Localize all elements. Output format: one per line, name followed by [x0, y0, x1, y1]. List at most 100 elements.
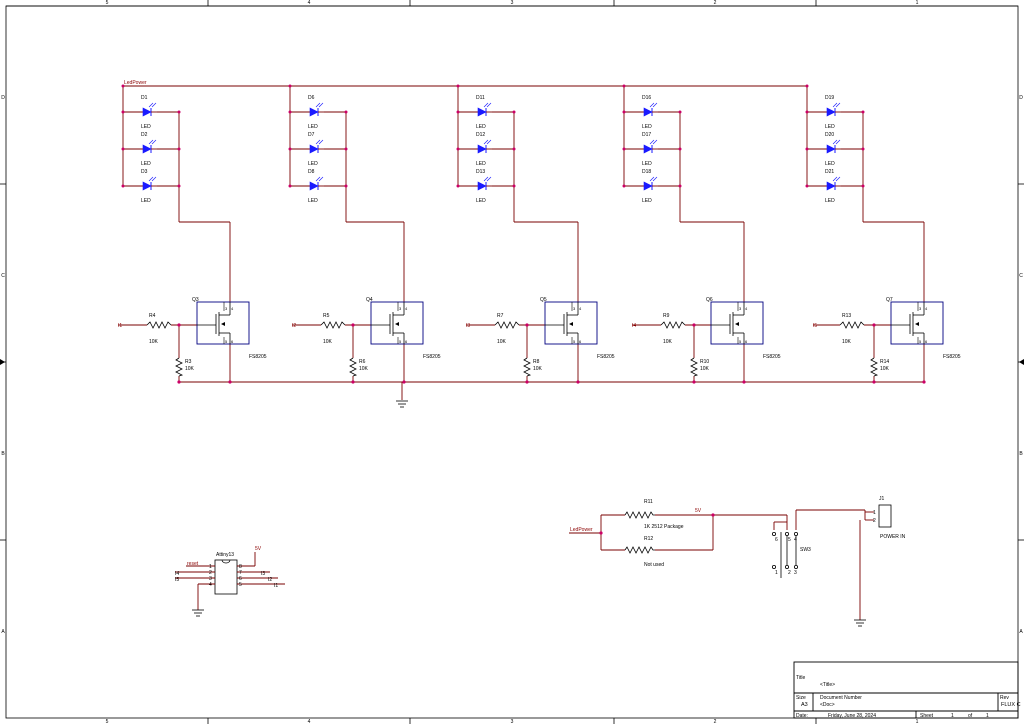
fet-part-q4: FS8205 — [423, 354, 441, 360]
sw3-pin-6: 6 — [775, 537, 778, 543]
led-d11[interactable] — [477, 102, 492, 117]
resistor-r3 — [175, 357, 184, 377]
mcu-pin-1: 1 — [209, 564, 212, 570]
junction-pd-gnd-4 — [872, 380, 876, 384]
junction-power-left — [599, 531, 603, 535]
led-ref-d13: D13 — [476, 169, 485, 175]
led-ref-d16: D16 — [642, 95, 651, 101]
junction-led-left-1-0 — [288, 110, 292, 114]
junction-src-gnd-0 — [228, 380, 232, 384]
connector-j1-body[interactable] — [878, 504, 892, 528]
mosfet-q7[interactable] — [890, 301, 944, 345]
pulldown-ref-r6: R6 — [359, 359, 366, 365]
col-label-top-1: 1 — [916, 0, 919, 6]
mosfet-q5[interactable] — [544, 301, 598, 345]
row-label-right-d: D — [1019, 95, 1023, 101]
led-d20[interactable] — [826, 139, 841, 154]
mcu-pin-2: 2 — [209, 570, 212, 576]
fet-pin-4-2: 6 — [579, 339, 582, 344]
mcu-body[interactable] — [214, 559, 238, 595]
resistor-r14 — [870, 357, 879, 377]
col-label-top-4: 4 — [308, 0, 311, 6]
docnum-label: Document Number — [820, 695, 862, 701]
series-ref-r13: R13 — [842, 313, 851, 319]
led-d21[interactable] — [826, 176, 841, 191]
mosfet-q6[interactable] — [710, 301, 764, 345]
mcu-net-i3: I3 — [261, 571, 265, 577]
col-label-top-2: 2 — [714, 0, 717, 6]
led-d6[interactable] — [309, 102, 324, 117]
fet-pin-3-2: 5 — [573, 339, 576, 344]
led-ref-d6: D6 — [308, 95, 315, 101]
junction-gate-0 — [177, 323, 181, 327]
ground-symbol-power — [854, 619, 866, 627]
pulldown-ref-r14: R14 — [880, 359, 889, 365]
date-value: Friday, June 28, 2024 — [828, 713, 876, 719]
led-d8[interactable] — [309, 176, 324, 191]
led-ref-d1: D1 — [141, 95, 148, 101]
fet-part-q7: FS8205 — [943, 354, 961, 360]
col-label-bottom-3: 3 — [511, 719, 514, 724]
resistor-r7 — [494, 321, 520, 329]
led-ref-d8: D8 — [308, 169, 315, 175]
series-ref-r5: R5 — [323, 313, 330, 319]
title-block: Title <Title> Size A3 Document Number <D… — [793, 661, 1021, 719]
junction-led-left-3-1 — [622, 147, 626, 151]
fet-pin-3-3: 5 — [739, 339, 742, 344]
led-ref-d21: D21 — [825, 169, 834, 175]
led-d13[interactable] — [477, 176, 492, 191]
led-d18[interactable] — [643, 176, 658, 191]
row-label-left-d: D — [1, 95, 5, 101]
led-d19[interactable] — [826, 102, 841, 117]
fet-pin-2-3: 4 — [745, 306, 748, 311]
mosfet-q4[interactable] — [370, 301, 424, 345]
junction-led-right-2-2 — [512, 184, 516, 188]
input-label-4: I5 — [813, 323, 817, 329]
power-input-section: R11 1K 2512 Package R12 Not used LedPowe… — [569, 496, 906, 627]
switch-sw3[interactable] — [772, 532, 799, 578]
led-d7[interactable] — [309, 139, 324, 154]
pulldown-ref-r10: R10 — [700, 359, 709, 365]
led-value-d20: LED — [825, 161, 835, 167]
size-label: Size — [796, 695, 806, 701]
led-value-d8: LED — [308, 198, 318, 204]
fet-pin-4-0: 6 — [231, 339, 234, 344]
junction-pd-gnd-1 — [351, 380, 355, 384]
fet-ref-q6: Q6 — [706, 297, 713, 303]
fet-pin-1-1: 3 — [399, 306, 402, 311]
sheet-value: 1 — [951, 713, 954, 719]
led-d17[interactable] — [643, 139, 658, 154]
col-label-bottom-1: 1 — [916, 719, 919, 724]
fet-part-q3: FS8205 — [249, 354, 267, 360]
led-d16[interactable] — [643, 102, 658, 117]
led-value-d2: LED — [141, 161, 151, 167]
junction-gate-4 — [872, 323, 876, 327]
row-label-right-c: C — [1019, 273, 1023, 279]
r12-ref: R12 — [644, 536, 653, 542]
led-d12[interactable] — [477, 139, 492, 154]
led-d2[interactable] — [142, 139, 157, 154]
resistor-r9 — [660, 321, 686, 329]
mcu-ref: Attiny13 — [216, 552, 234, 558]
junction-rail-2 — [456, 84, 460, 88]
led-d3[interactable] — [142, 176, 157, 191]
input-label-3: I4 — [632, 323, 636, 329]
fet-pin-1-3: 3 — [739, 306, 742, 311]
junction-led-left-4-0 — [805, 110, 809, 114]
mcu-pin-8: 8 — [239, 564, 242, 570]
fet-part-q6: FS8205 — [763, 354, 781, 360]
led-d1[interactable] — [142, 102, 157, 117]
pulldown-value-r3: 10K — [185, 366, 195, 372]
net-label-led-power-2: LedPower — [570, 527, 593, 533]
junction-led-right-3-1 — [678, 147, 682, 151]
fet-pin-2-1: 4 — [405, 306, 408, 311]
mosfet-q3[interactable] — [196, 301, 250, 345]
rev-label: Rev — [1000, 695, 1009, 701]
junction-led-right-4-2 — [861, 184, 865, 188]
pulldown-ref-r8: R8 — [533, 359, 540, 365]
fet-pin-3-1: 5 — [399, 339, 402, 344]
